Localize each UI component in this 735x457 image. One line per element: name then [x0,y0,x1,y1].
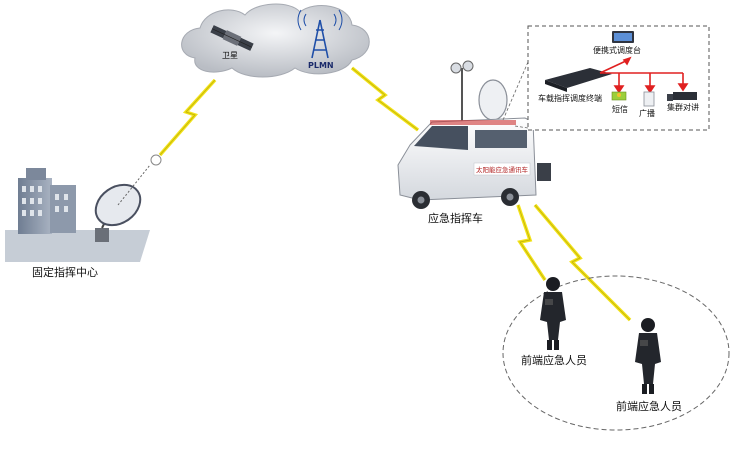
broadcast-icon [643,91,655,107]
sms-icon [611,91,627,101]
portable-console-icon [612,31,634,43]
command-vehicle-illustration: 太阳能应急通讯车 [397,60,551,209]
trunk-radio-icon [667,92,697,101]
satellite-label: 卫星 [222,51,238,60]
personnel-zone [502,275,730,431]
terminal-label: 车载指挥调度终端 [538,93,602,103]
wireless-link-vehicle-personnel-1 [516,204,547,281]
wireless-link-cloud-vehicle [350,66,420,132]
broadcast-label: 广播 [639,108,655,118]
panel-connector-lines [502,61,529,129]
plmn-label: PLMN [308,61,334,70]
wireless-link-vehicle-personnel-2 [533,203,632,322]
vehicle-label: 应急指挥车 [428,211,483,225]
satellite-dish-icon [94,154,162,242]
terminal-device-icon [545,68,612,92]
personnel-label-1: 前端应急人员 [521,353,587,367]
satellite-icon [210,25,254,51]
red-connection-arrows [599,56,689,94]
cell-tower-icon [297,9,343,59]
sms-label: 短信 [612,104,628,114]
portable-console-label: 便携式调度台 [593,45,641,55]
vehicle-side-text: 太阳能应急通讯车 [476,165,529,174]
personnel-label-2: 前端应急人员 [616,399,682,413]
command-center-label: 固定指挥中心 [32,265,98,279]
command-center-illustration [5,168,150,262]
trunk-radio-label: 集群对讲 [667,102,699,112]
wireless-link-cloud-center [158,78,217,157]
responder-figure [540,277,566,350]
responder-figure [635,318,661,394]
cloud-network [181,3,370,78]
